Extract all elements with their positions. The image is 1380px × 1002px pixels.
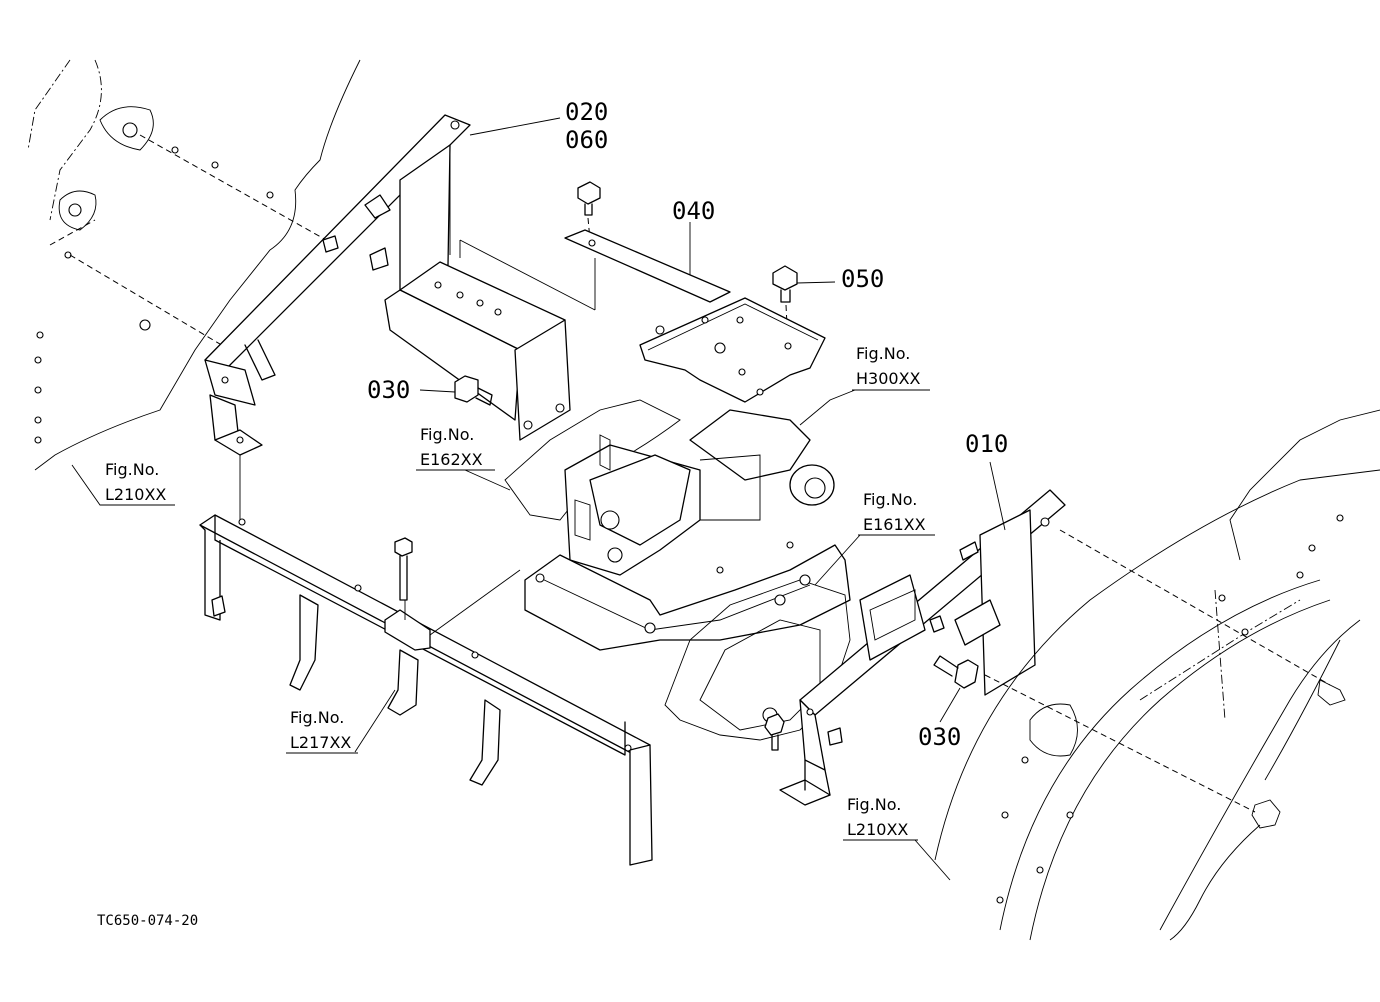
- part-label-020: 020: [565, 98, 608, 126]
- figref-e161-label: Fig.No.: [863, 490, 917, 509]
- figref-h300-code: H300XX: [856, 369, 921, 388]
- figref-l210-right: Fig.No. L210XX: [843, 795, 918, 841]
- bolt-060: [577, 181, 601, 241]
- figref-l210-left-code: L210XX: [105, 485, 166, 504]
- bracket-010: [779, 489, 1066, 806]
- bolt-030-lower: [764, 615, 979, 751]
- lower-frame-rail: [199, 514, 653, 866]
- figref-h300-label: Fig.No.: [856, 344, 910, 363]
- figref-e161-code: E161XX: [863, 515, 926, 534]
- hydraulic-housing: [504, 399, 851, 651]
- bolt-030-upper: [454, 375, 493, 406]
- figref-h300: Fig.No. H300XX: [852, 344, 930, 391]
- box-bracket-020: [369, 144, 596, 441]
- drawing-code: TC650-074-20: [97, 913, 198, 929]
- figref-l210-right-label: Fig.No.: [847, 795, 901, 814]
- figref-l210-left-label: Fig.No.: [105, 460, 159, 479]
- figref-l217-code: L217XX: [290, 733, 351, 752]
- figref-e161: Fig.No. E161XX: [858, 490, 935, 536]
- part-label-060: 060: [565, 126, 608, 154]
- figref-e162-code: E162XX: [420, 450, 483, 469]
- part-label-030-upper: 030: [367, 376, 410, 404]
- part-label-040: 040: [672, 197, 715, 225]
- figref-l217: Fig.No. L217XX: [286, 708, 358, 754]
- left-fender-outline: [27, 59, 361, 471]
- plate-040: [564, 229, 731, 303]
- mounting-plate: [639, 297, 826, 403]
- right-fender-outline: [934, 409, 1380, 941]
- part-label-050: 050: [841, 265, 884, 293]
- figref-l217-label: Fig.No.: [290, 708, 344, 727]
- figref-l210-right-code: L210XX: [847, 820, 908, 839]
- figref-e162-label: Fig.No.: [420, 425, 474, 444]
- part-label-010: 010: [965, 430, 1008, 458]
- figref-l210-left: Fig.No. L210XX: [105, 460, 166, 504]
- leader-lines: [71, 117, 1006, 881]
- figref-e162: Fig.No. E162XX: [416, 425, 495, 471]
- part-label-030-lower: 030: [918, 723, 961, 751]
